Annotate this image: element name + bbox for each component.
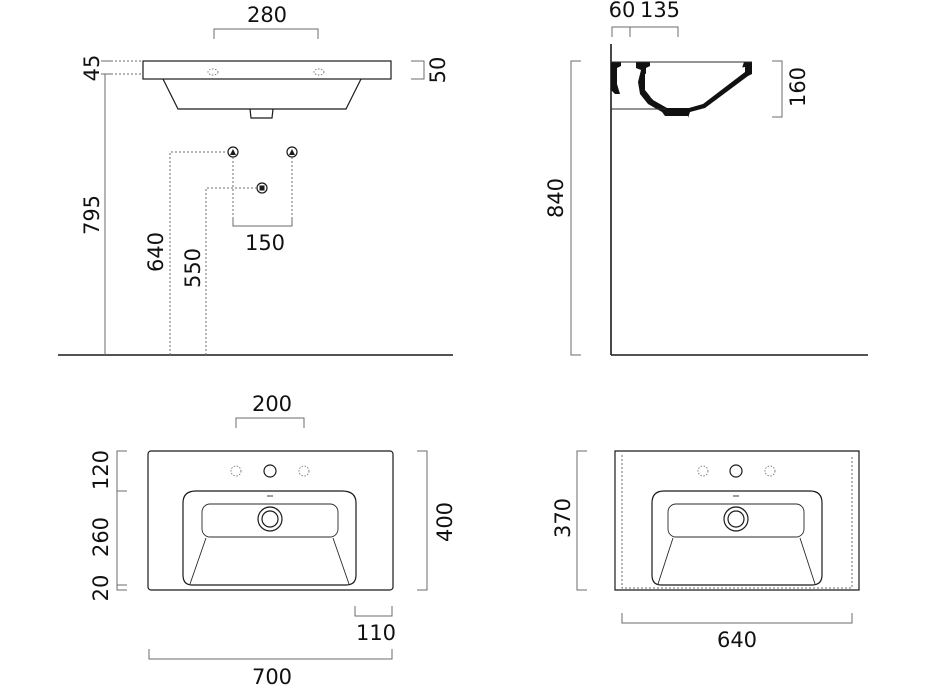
front-dim-50-label: 50 [426,57,450,84]
plan-right-drain-icon [723,506,749,532]
plan-left-bowl-lines [189,537,350,585]
front-basin-slab [142,60,392,80]
front-dim-280-label: 280 [247,3,287,27]
plan-left-drain-inner-icon [261,510,279,528]
plan-left-drain-icon [257,506,283,532]
front-dim-45-label: 45 [80,55,104,82]
side-basin-section [611,61,752,118]
plan-left-dim-110-label: 110 [356,621,396,645]
plan-left-dim-20-label: 20 [89,575,113,602]
side-basin-back-wall [611,62,621,94]
plan-left-tap-hole-2 [263,464,277,478]
front-dim-550-leader [205,187,257,355]
plan-right-drain-inner-icon [727,510,745,528]
plan-left-dim-700-line [148,649,393,660]
front-tap-hole-left [207,68,219,76]
front-dim-795-label: 795 [80,195,104,235]
plan-right-tap-hole-3 [764,465,776,477]
front-dim-640-label: 640 [144,232,168,272]
front-waste-square [259,185,265,191]
front-dim-150-line [232,218,293,227]
plan-left-dim-700-label: 700 [252,665,292,686]
plan-left-dim-400-line [417,450,428,591]
plan-view-right: 370 640 [551,450,860,652]
plan-right-tap-hole-2 [729,464,743,478]
plan-left-dim-200-label: 200 [252,392,292,416]
side-dim-135-line [630,26,679,37]
side-dim-160-label: 160 [786,67,810,107]
plan-right-dim-640-label: 640 [717,628,757,652]
plan-right-outer [614,450,860,591]
front-dim-550-label: 550 [181,248,205,288]
plan-right-dim-370-line [576,450,587,591]
plan-left-tap-hole-3 [298,465,310,477]
plan-left-outer [147,450,394,591]
plan-right-dim-640-line [621,613,853,624]
plan-right-bowl-lines [657,537,816,585]
front-dim-640-leader [169,151,228,355]
side-dim-840-label: 840 [544,178,568,218]
side-dim-160-line [772,60,783,118]
front-supply-left-arrow [230,149,236,155]
side-elevation-view: 60 135 840 160 [544,0,868,356]
front-basin-bowl [162,78,362,110]
side-dim-840-line [570,60,581,356]
side-basin-inner [645,67,745,108]
front-elevation-view: 280 45 50 795 640 550 150 [58,3,453,356]
plan-left-dim-260-label: 260 [89,517,113,557]
front-dim-150-label: 150 [245,231,285,255]
side-dim-60-label: 60 [609,0,636,22]
plan-left-dim-200-line [235,417,305,428]
plan-left-dim-depth-line [116,450,127,591]
plan-left-dim-120-label: 120 [89,450,113,490]
plan-left-bowl [182,490,357,586]
front-dim-280-line [213,28,319,39]
front-supply-right-arrow [289,149,295,155]
plan-view-left: 200 120 260 20 400 110 700 [89,392,457,686]
plan-right-bowl [651,490,823,586]
front-tap-hole-right [313,68,325,76]
side-dim-135-label: 135 [640,0,680,22]
plan-left-tap-hole-1 [230,465,242,477]
plan-left-slot [201,503,339,538]
side-dim-60-line [611,26,631,37]
front-dim-50-line [411,60,425,80]
plan-right-slot [667,503,805,538]
plan-right-cabinet-outline [621,455,853,589]
plan-right-tap-hole-1 [697,465,709,477]
plan-left-dim-110-line [354,606,393,617]
front-waste-outlet [249,108,274,119]
plan-right-dim-370-label: 370 [551,498,575,538]
plan-left-dim-400-label: 400 [433,502,457,542]
